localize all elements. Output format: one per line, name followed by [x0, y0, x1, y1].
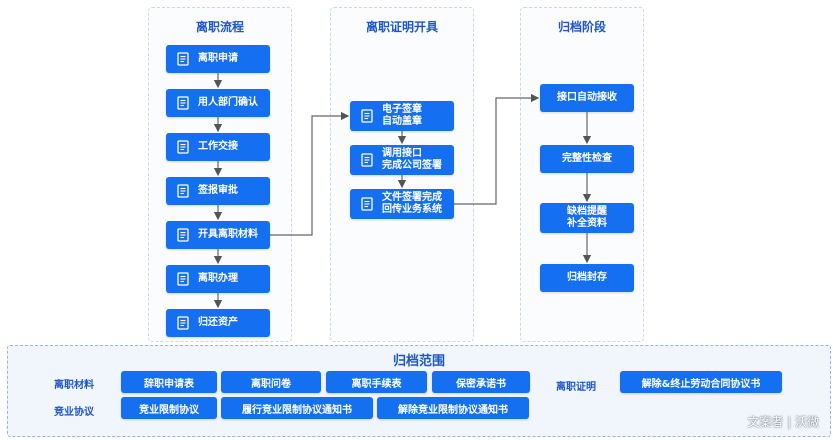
panel-title: 归档阶段	[557, 20, 606, 34]
document-icon	[176, 96, 190, 110]
document-icon	[360, 153, 374, 167]
step-electronic-seal: 电子签章 自动盖章	[350, 101, 454, 131]
connector-arrow	[270, 111, 350, 236]
doc-tag: 履行竞业限制协议通知书	[221, 397, 373, 419]
step-archive-seal: 归档封存	[540, 264, 634, 292]
step-work-handover: 工作交接	[166, 133, 270, 161]
panel-title: 离职证明开具	[365, 20, 438, 34]
panel-title: 离职流程	[195, 20, 244, 34]
category-label: 竞业协议	[54, 407, 94, 418]
document-icon	[176, 52, 190, 66]
connector-arrow	[454, 93, 540, 205]
document-icon	[360, 197, 374, 211]
document-icon	[176, 316, 190, 330]
doc-tag: 保密承诺书	[432, 371, 530, 393]
step-signing-complete: 文件签署完成 回传业务系统	[350, 189, 454, 219]
step-api-company-signing: 调用接口 完成公司签署	[350, 145, 454, 175]
archive-range-panel: 归档范围 离职材料 竞业协议 离职证明 辞职申请表 离职问卷 离职手续表 保密承…	[7, 345, 831, 437]
step-auto-receive: 接口自动接收	[540, 84, 634, 112]
document-icon	[176, 228, 190, 242]
document-icon	[176, 184, 190, 198]
doc-tag: 竞业限制协议	[121, 397, 217, 419]
doc-tag: 辞职申请表	[121, 371, 217, 393]
document-icon	[176, 272, 190, 286]
range-title: 归档范围	[392, 354, 445, 369]
document-icon	[360, 109, 374, 123]
doc-tag: 解除&终止劳动合同协议书	[620, 371, 782, 393]
doc-tag: 离职问卷	[221, 371, 321, 393]
step-department-confirmation: 用人部门确认	[166, 89, 270, 117]
step-integrity-check: 完整性检查	[540, 145, 634, 173]
step-resignation-handling: 离职办理	[166, 265, 270, 293]
category-label: 离职证明	[556, 382, 596, 393]
step-missing-reminder: 缺档提醒 补全资料	[540, 203, 634, 233]
step-return-assets: 归还资产	[166, 309, 270, 337]
category-label: 离职材料	[54, 380, 94, 391]
step-report-approval: 签报审批	[166, 177, 270, 205]
document-icon	[176, 140, 190, 154]
step-issue-materials: 开具离职材料	[166, 221, 270, 249]
doc-tag: 解除竞业限制协议通知书	[377, 397, 529, 419]
doc-tag: 离职手续表	[326, 371, 427, 393]
step-resignation-application: 离职申请	[166, 45, 270, 73]
watermark: 文案者 | 沃微	[747, 415, 819, 429]
